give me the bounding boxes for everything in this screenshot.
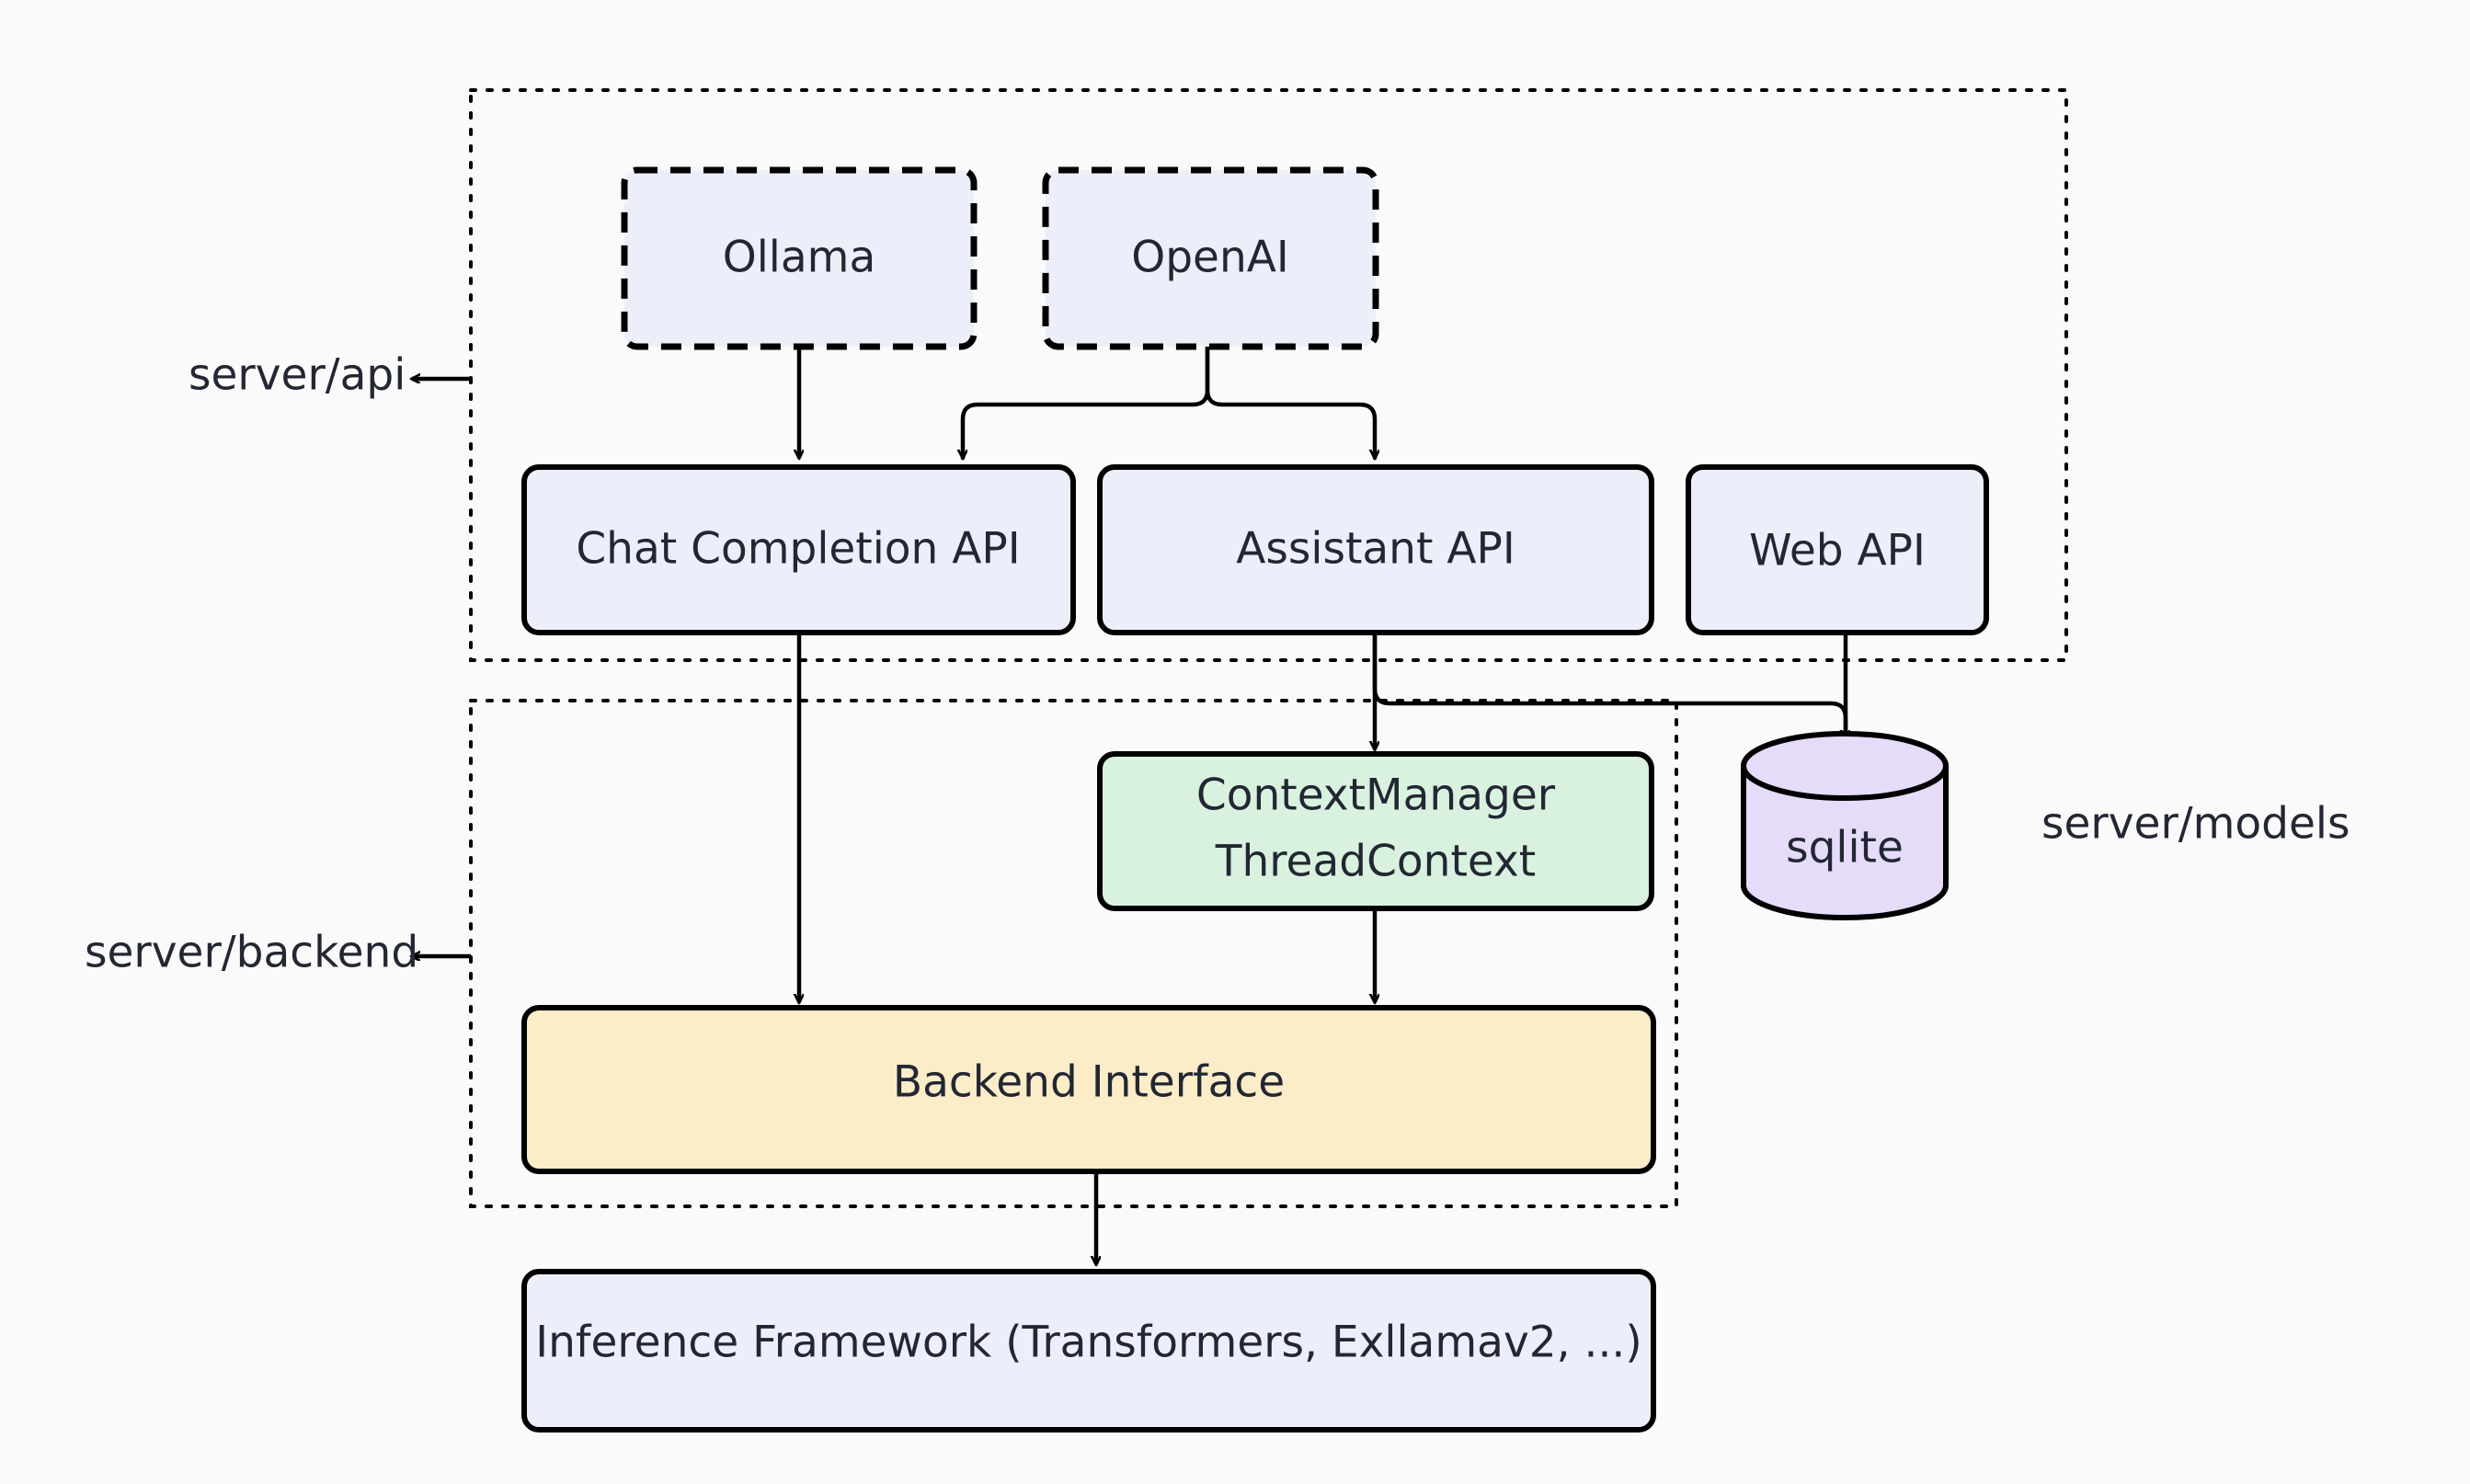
group-container-api xyxy=(469,88,2068,662)
node-ollama[interactable]: Ollama xyxy=(621,166,978,350)
node-context-manager-label-line2: ThreadContext xyxy=(1215,837,1536,887)
node-assistant-api[interactable]: Assistant API xyxy=(1097,464,1654,635)
edge-openai-to-assistant-api xyxy=(1205,343,1375,458)
node-context-manager-label-line1: ContextManager xyxy=(1196,771,1556,821)
node-web-api-label: Web API xyxy=(1749,526,1926,576)
node-inference-framework-label: Inference Framework (Transformers, Exlla… xyxy=(535,1318,1641,1368)
node-assistant-api-label: Assistant API xyxy=(1236,524,1515,575)
edge-assistant-api-to-sqlite xyxy=(1372,630,1846,738)
node-ollama-label: Ollama xyxy=(723,233,876,283)
node-backend-interface[interactable]: Backend Interface xyxy=(521,1005,1656,1174)
group-label-api: server/api xyxy=(189,350,406,401)
edge-openai-to-chat-completion-api xyxy=(963,343,1210,458)
node-inference-framework[interactable]: Inference Framework (Transformers, Exlla… xyxy=(521,1269,1656,1433)
node-sqlite-label: sqlite xyxy=(1786,823,1904,873)
group-label-backend: server/backend xyxy=(85,928,418,978)
group-container-backend xyxy=(469,699,1678,1208)
group-label-models: server/models xyxy=(2041,799,2350,850)
node-web-api[interactable]: Web API xyxy=(1686,464,1989,635)
node-chat-completion-api[interactable]: Chat Completion API xyxy=(521,464,1076,635)
node-backend-interface-label: Backend Interface xyxy=(893,1057,1285,1108)
node-sqlite[interactable]: sqlite xyxy=(1741,731,1949,920)
node-chat-completion-api-label: Chat Completion API xyxy=(576,524,1020,575)
node-openai-label: OpenAI xyxy=(1131,233,1289,283)
node-openai[interactable]: OpenAI xyxy=(1042,166,1379,350)
node-context-manager[interactable]: ContextManager ThreadContext xyxy=(1097,751,1654,911)
